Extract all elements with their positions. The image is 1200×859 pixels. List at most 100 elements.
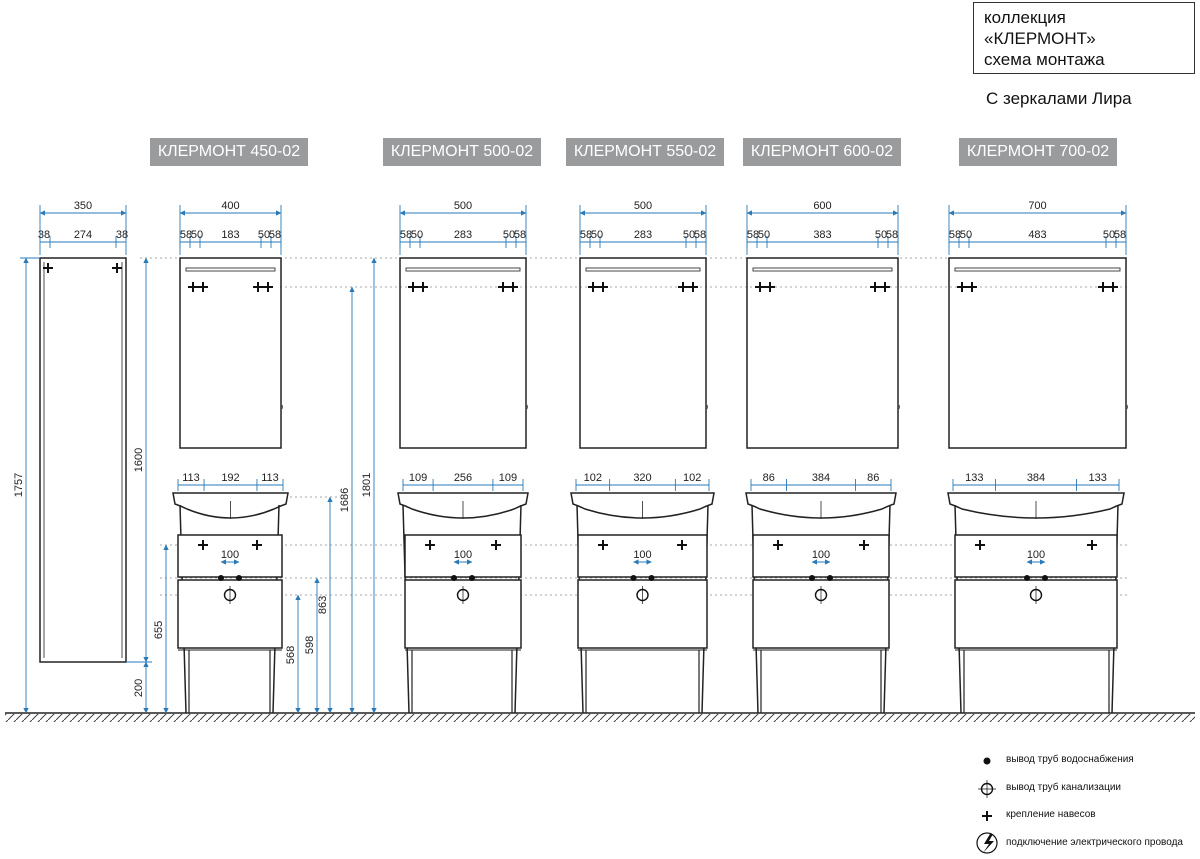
pipe-dimension: 100	[453, 549, 473, 565]
legend-mount: крепление навесов	[1006, 809, 1096, 820]
mount-cross-icon	[408, 282, 418, 292]
basin-part-right: 133	[1089, 472, 1107, 484]
mirror	[948, 257, 1127, 449]
basin-part-right: 113	[261, 472, 279, 484]
mount-cross-icon	[1108, 282, 1118, 292]
mirror-width: 500	[454, 200, 472, 212]
basin-part-left: 113	[182, 472, 200, 484]
mirror-part: 283	[634, 229, 652, 241]
sewer-outlet-icon	[636, 586, 649, 604]
mount-cross-icon	[491, 540, 501, 550]
mount-cross-icon	[508, 282, 518, 292]
mount-cross-icon	[112, 263, 122, 273]
basin-part-left: 86	[763, 472, 775, 484]
water-supply-dot-icon	[469, 575, 475, 581]
sewer-outlet-icon	[456, 586, 470, 604]
mirror	[746, 257, 899, 449]
mirror-part: 58	[1114, 229, 1126, 241]
mirror-part: 58	[694, 229, 706, 241]
electric-icon	[976, 832, 998, 854]
mirror-width: 500	[634, 200, 652, 212]
top-drawer	[404, 534, 522, 578]
mirror-part: 58	[949, 229, 961, 241]
floor	[5, 712, 1195, 722]
pipe-spacing: 100	[812, 549, 830, 561]
mount-cross-icon	[598, 540, 608, 550]
title-line-1: коллекция	[984, 8, 1066, 27]
water-supply-dot-icon	[218, 575, 224, 581]
mirror-part: 58	[269, 229, 281, 241]
tall-inner: 274	[74, 229, 92, 241]
height-1686: 1686	[339, 488, 351, 512]
mirror-part: 50	[191, 229, 203, 241]
title-box: коллекция «КЛЕРМОНТ» схема монтажа	[973, 2, 1195, 74]
mirror-lamp	[752, 267, 893, 272]
sewer-outlet-icon	[978, 780, 996, 798]
basin-part-left: 133	[965, 472, 983, 484]
basin-part-right: 102	[683, 472, 701, 484]
basin-part-center: 384	[812, 472, 830, 484]
mirror-part: 383	[813, 229, 831, 241]
mount-cross-icon	[198, 282, 208, 292]
mirror	[399, 257, 527, 449]
mirror-part: 483	[1028, 229, 1046, 241]
mirror-part: 58	[580, 229, 592, 241]
mirror-part: 283	[454, 229, 472, 241]
model-label-450: КЛЕРМОНТ 450-02	[150, 138, 308, 166]
mirror-part: 58	[747, 229, 759, 241]
mount-cross-icon	[425, 540, 435, 550]
sewer-outlet-icon	[814, 586, 828, 604]
mirror-part: 58	[886, 229, 898, 241]
height-863: 863	[317, 596, 329, 614]
model-label-500: КЛЕРМОНТ 500-02	[383, 138, 541, 166]
pipe-dimension: 100	[633, 549, 652, 565]
water-supply-dot-icon	[809, 575, 815, 581]
mirror-part: 50	[503, 229, 515, 241]
pipe-spacing: 100	[1027, 549, 1045, 561]
mount-cross-icon	[982, 811, 992, 821]
tall-side-left: 38	[38, 229, 50, 241]
mount-cross-icon	[773, 540, 783, 550]
top-drawer	[752, 534, 890, 578]
pipe-spacing: 100	[633, 549, 651, 561]
legend-water-supply: вывод труб водоснабжения	[1006, 754, 1134, 765]
mount-cross-icon	[975, 540, 985, 550]
mirror-part: 58	[180, 229, 192, 241]
leg-height: 200	[133, 679, 145, 697]
mirror-part: 50	[411, 229, 423, 241]
water-supply-dot-icon	[1024, 575, 1030, 581]
mount-cross-icon	[418, 282, 428, 292]
water-supply-dot-icon	[1042, 575, 1048, 581]
top-drawer	[954, 534, 1118, 578]
mount-cross-icon	[688, 282, 698, 292]
mirror-part: 50	[758, 229, 770, 241]
mirror-part: 183	[221, 229, 239, 241]
mount-cross-icon	[43, 263, 53, 273]
water-supply-dot-icon	[236, 575, 242, 581]
mirror-part: 58	[514, 229, 526, 241]
top-drawer	[177, 534, 283, 578]
mount-cross-icon	[598, 282, 608, 292]
mirror	[179, 257, 282, 449]
mirror-width: 700	[1028, 200, 1046, 212]
mirror-part: 50	[960, 229, 972, 241]
mirror-part: 50	[258, 229, 270, 241]
mount-cross-icon	[253, 282, 263, 292]
tall-width: 350	[74, 200, 92, 212]
legend-sewer: вывод труб канализации	[1006, 782, 1122, 793]
mirror-part: 58	[400, 229, 412, 241]
sewer-outlet-icon	[1029, 586, 1043, 604]
mount-cross-icon	[765, 282, 775, 292]
mount-cross-icon	[967, 282, 977, 292]
tall-side-right: 38	[116, 229, 128, 241]
